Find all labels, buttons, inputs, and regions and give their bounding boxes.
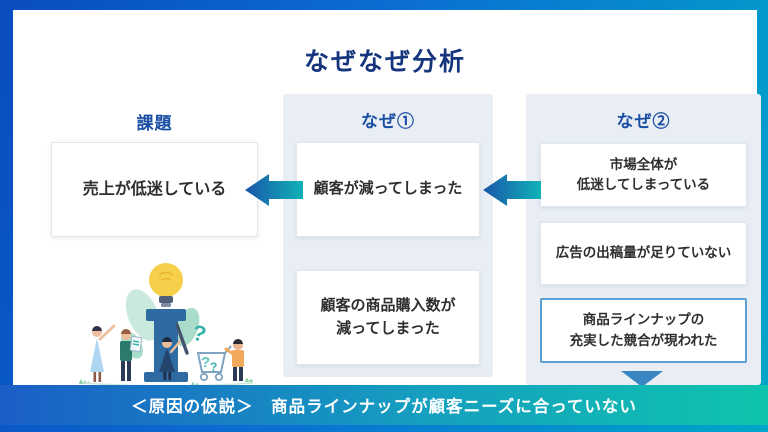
- hypothesis-text: ＜原因の仮説＞ 商品ラインナップが顧客ニーズに合っていない: [131, 398, 637, 416]
- arrow-left-icon: [245, 174, 303, 206]
- svg-text:?: ?: [210, 360, 217, 374]
- arrow-down-icon: [621, 371, 663, 387]
- card-why1-1: 顧客が減ってしまった: [296, 142, 480, 237]
- column-header-why1: なぜ①: [361, 112, 415, 131]
- page-title: なぜなぜ分析: [303, 48, 466, 76]
- arrow-left-icon: [483, 174, 541, 206]
- card-issue: 売上が低迷している: [51, 142, 258, 237]
- idea-teamwork-illustration: ? ? ?: [79, 263, 254, 387]
- column-header-issue: 課題: [136, 114, 173, 133]
- svg-text:?: ?: [190, 320, 209, 348]
- hypothesis-banner: ＜原因の仮説＞ 商品ラインナップが顧客ニーズに合っていない: [0, 385, 768, 425]
- card-why2-1: 市場全体が 低迷してしまっている: [540, 143, 747, 207]
- svg-text:?: ?: [201, 354, 210, 371]
- card-why2-2: 広告の出稿量が足りていない: [540, 222, 747, 285]
- card-why1-2: 顧客の商品購入数が 減ってしまった: [296, 270, 480, 365]
- card-why2-3-highlighted: 商品ラインナップの 充実した競合が現われた: [540, 298, 747, 363]
- column-header-why2: なぜ②: [616, 112, 671, 131]
- slide-canvas: なぜなぜ分析 課題 なぜ① なぜ② 売上が低迷している 顧客が減ってしまった 顧…: [13, 10, 761, 387]
